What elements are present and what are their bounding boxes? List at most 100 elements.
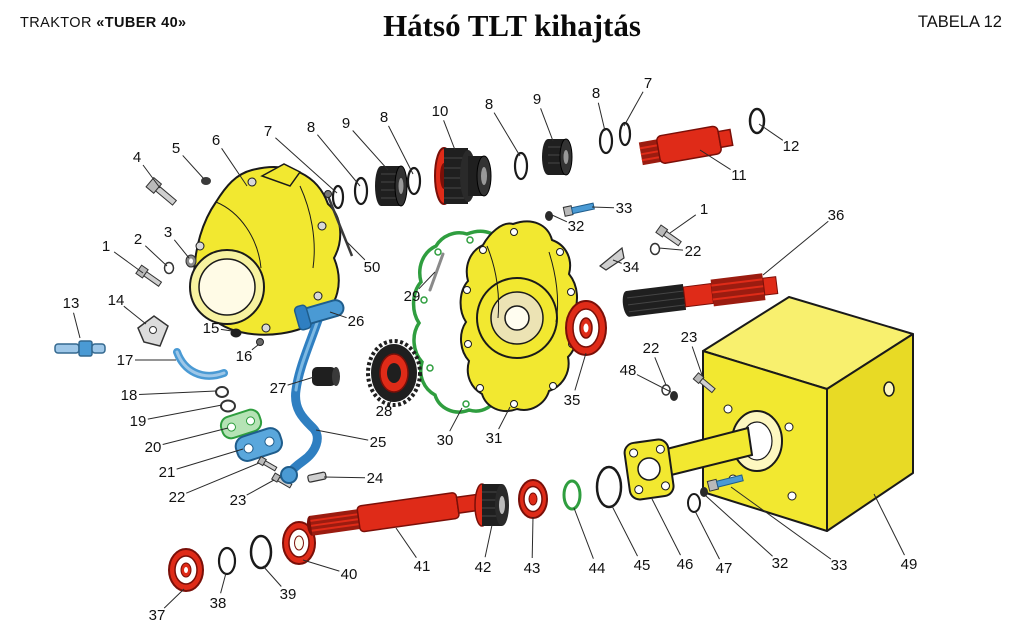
leader-line-8: [493, 112, 521, 157]
ring-8c: [513, 151, 529, 181]
ring-47: [687, 493, 701, 513]
part-callout-49: 49: [901, 556, 918, 573]
leader-line-39: [262, 565, 282, 587]
part-callout-23: 23: [230, 492, 247, 509]
bolt-4: [145, 176, 178, 206]
part-callout-43: 43: [524, 560, 541, 577]
leader-line-33: [730, 486, 832, 560]
part-callout-30: 30: [437, 432, 454, 449]
leader-line-50: [344, 239, 366, 261]
seal-ring-45: [595, 465, 623, 509]
ring-8b: [406, 166, 422, 196]
leader-line-49: [873, 493, 905, 556]
part-callout-16: 16: [236, 348, 253, 365]
leader-line-9: [352, 130, 389, 171]
part-callout-45: 45: [634, 557, 651, 574]
washer-32: [700, 487, 708, 497]
part-callout-8: 8: [307, 119, 315, 136]
pto-shaft-11: [638, 125, 734, 166]
pin-24: [307, 471, 327, 483]
leader-line-29: [418, 271, 436, 290]
gear-cluster-10: [434, 147, 492, 205]
part-callout-13: 13: [63, 295, 80, 312]
snap-ring-44: [562, 479, 582, 511]
ring-38: [217, 546, 237, 576]
handle-26: [293, 299, 345, 331]
part-callout-7: 7: [644, 75, 652, 92]
bearing-37: [168, 548, 204, 592]
leader-line-15: [220, 328, 233, 332]
part-callout-6: 6: [212, 132, 220, 149]
leader-line-19: [147, 404, 223, 420]
leader-line-10: [443, 120, 456, 151]
bolt-23: [692, 372, 716, 394]
leader-line-38: [220, 572, 227, 594]
dipstick-50: [324, 190, 354, 257]
leader-line-33: [591, 206, 615, 209]
part-callout-42: 42: [475, 559, 492, 576]
bushing-27: [312, 367, 340, 386]
part-callout-29: 29: [404, 288, 421, 305]
leader-line-22: [654, 357, 667, 386]
part-callout-8: 8: [485, 96, 493, 113]
part-callout-9: 9: [533, 91, 541, 108]
leader-line-44: [573, 507, 594, 559]
bolt-33: [706, 474, 744, 492]
part-callout-47: 47: [716, 560, 733, 577]
leader-line-28: [389, 399, 393, 404]
part-callout-14: 14: [108, 292, 125, 309]
ring-18: [215, 386, 229, 398]
leader-line-14: [123, 305, 147, 325]
leader-line-9: [540, 108, 554, 142]
part-callout-23: 23: [681, 329, 698, 346]
bolt-33-upper: [562, 202, 595, 217]
leader-line-32: [551, 214, 568, 223]
ring-8a: [353, 176, 369, 206]
part-callout-18: 18: [121, 387, 138, 404]
leader-line-48: [636, 374, 672, 393]
intermediate-shaft-36: [622, 273, 779, 317]
part-callout-40: 40: [341, 566, 358, 583]
bolt-1-left: [135, 264, 163, 287]
bearing-43: [518, 479, 548, 519]
part-callout-33: 33: [616, 200, 633, 217]
leader-line-13: [73, 312, 81, 339]
leader-line-27: [287, 376, 315, 386]
gear-42: [474, 483, 509, 527]
leader-line-41: [395, 527, 417, 558]
part-callout-48: 48: [620, 362, 637, 379]
part-callout-33: 33: [831, 557, 848, 574]
part-callout-3: 3: [164, 224, 172, 241]
leader-line-23: [691, 346, 703, 376]
part-callout-1: 1: [700, 201, 708, 218]
part-callout-25: 25: [370, 434, 387, 451]
part-callout-38: 38: [210, 595, 227, 612]
part-callout-44: 44: [589, 560, 606, 577]
nut-5: [201, 177, 211, 185]
leader-line-24: [323, 476, 366, 479]
gear-9a: [375, 165, 408, 207]
part-callout-22: 22: [685, 243, 702, 260]
leader-line-8: [597, 102, 606, 132]
leader-line-7: [275, 137, 338, 194]
oil-line-parts: [54, 315, 264, 413]
leader-line-5: [182, 155, 205, 180]
table-reference: TABELA 12: [917, 13, 1002, 31]
brand-model: «TUBER 40»: [96, 15, 187, 31]
leader-line-8: [317, 134, 361, 187]
part-callout-19: 19: [130, 413, 147, 430]
part-callout-21: 21: [159, 464, 176, 481]
leader-line-11: [699, 149, 731, 171]
guard-box-49: [702, 296, 914, 532]
part-callout-22: 22: [169, 489, 186, 506]
leader-line-37: [163, 588, 185, 609]
part-callout-9: 9: [342, 115, 350, 132]
part-callout-27: 27: [270, 380, 287, 397]
leader-line-1: [113, 251, 144, 274]
leader-line-35: [574, 352, 587, 391]
leader-line-22: [658, 247, 684, 251]
part-callout-22: 22: [643, 340, 660, 357]
tractor-model-label: TRAKTOR «TUBER 40»: [20, 15, 187, 31]
leader-line-30: [449, 407, 463, 432]
